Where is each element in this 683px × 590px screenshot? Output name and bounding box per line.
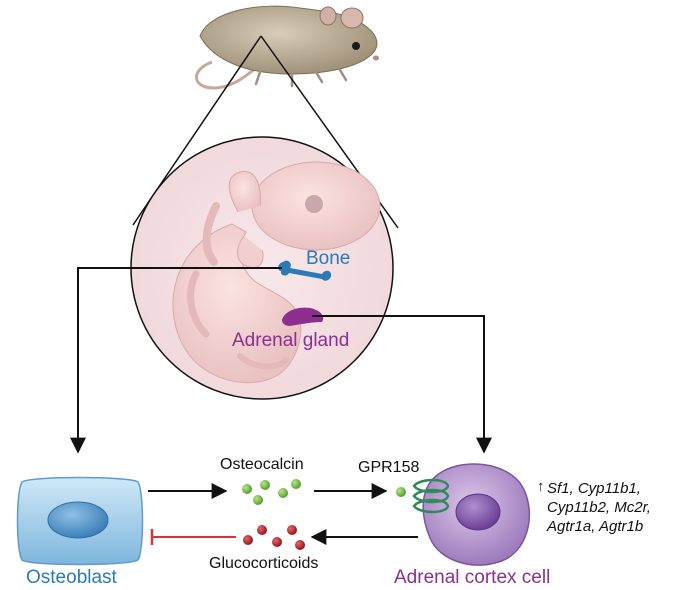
osteocalcin-dot [278,488,288,498]
mouse-icon [195,5,379,90]
osteoblast-label: Osteoblast [26,567,117,588]
osteocalcin-dot [253,495,263,505]
adrenal-cortex-cell-label: Adrenal cortex cell [394,567,551,588]
osteoblast-cell [16,476,144,566]
gene-list: Sf1, Cyp11b1, Cyp11b2, Mc2r, Agtr1a, Agt… [547,479,651,536]
osteocalcin-dot [242,484,252,494]
gene-list-line-3: Agtr1a, Agtr1b [547,518,644,535]
osteocalcin-molecules [242,479,406,505]
glucocorticoids-label: Glucocorticoids [209,555,319,572]
gpr158-label: GPR158 [358,459,420,476]
gpr158-receptor-icon [412,478,450,514]
osteocalcin-dot [291,479,301,489]
glucocorticoid-dot [243,535,253,545]
glucocorticoid-molecules [243,525,305,550]
glucocorticoid-dot [272,537,282,547]
glucocorticoid-dot [287,525,297,535]
embryo-icon [172,161,381,384]
bone-icon [278,260,332,281]
adrenal-gland-label: Adrenal gland [232,330,350,351]
gene-list-line-1: Sf1, Cyp11b1, [547,480,641,497]
upregulation-arrow-icon: ↑ [537,478,545,495]
osteocalcin-bound-dot [396,487,406,497]
glucocorticoid-dot [295,540,305,550]
adrenal-cortex-cell [422,463,530,566]
glucocorticoid-dot [257,525,267,535]
gene-list-line-2: Cyp11b2, Mc2r, [547,499,651,516]
arrow-adrenal-to-cortex [312,315,492,454]
osteocalcin-label: Osteocalcin [220,456,304,473]
adrenal-gland-icon [282,307,324,326]
osteocalcin-dot [260,480,270,490]
arrow-bone-to-osteoblast [70,267,282,454]
bone-label: Bone [306,248,351,269]
